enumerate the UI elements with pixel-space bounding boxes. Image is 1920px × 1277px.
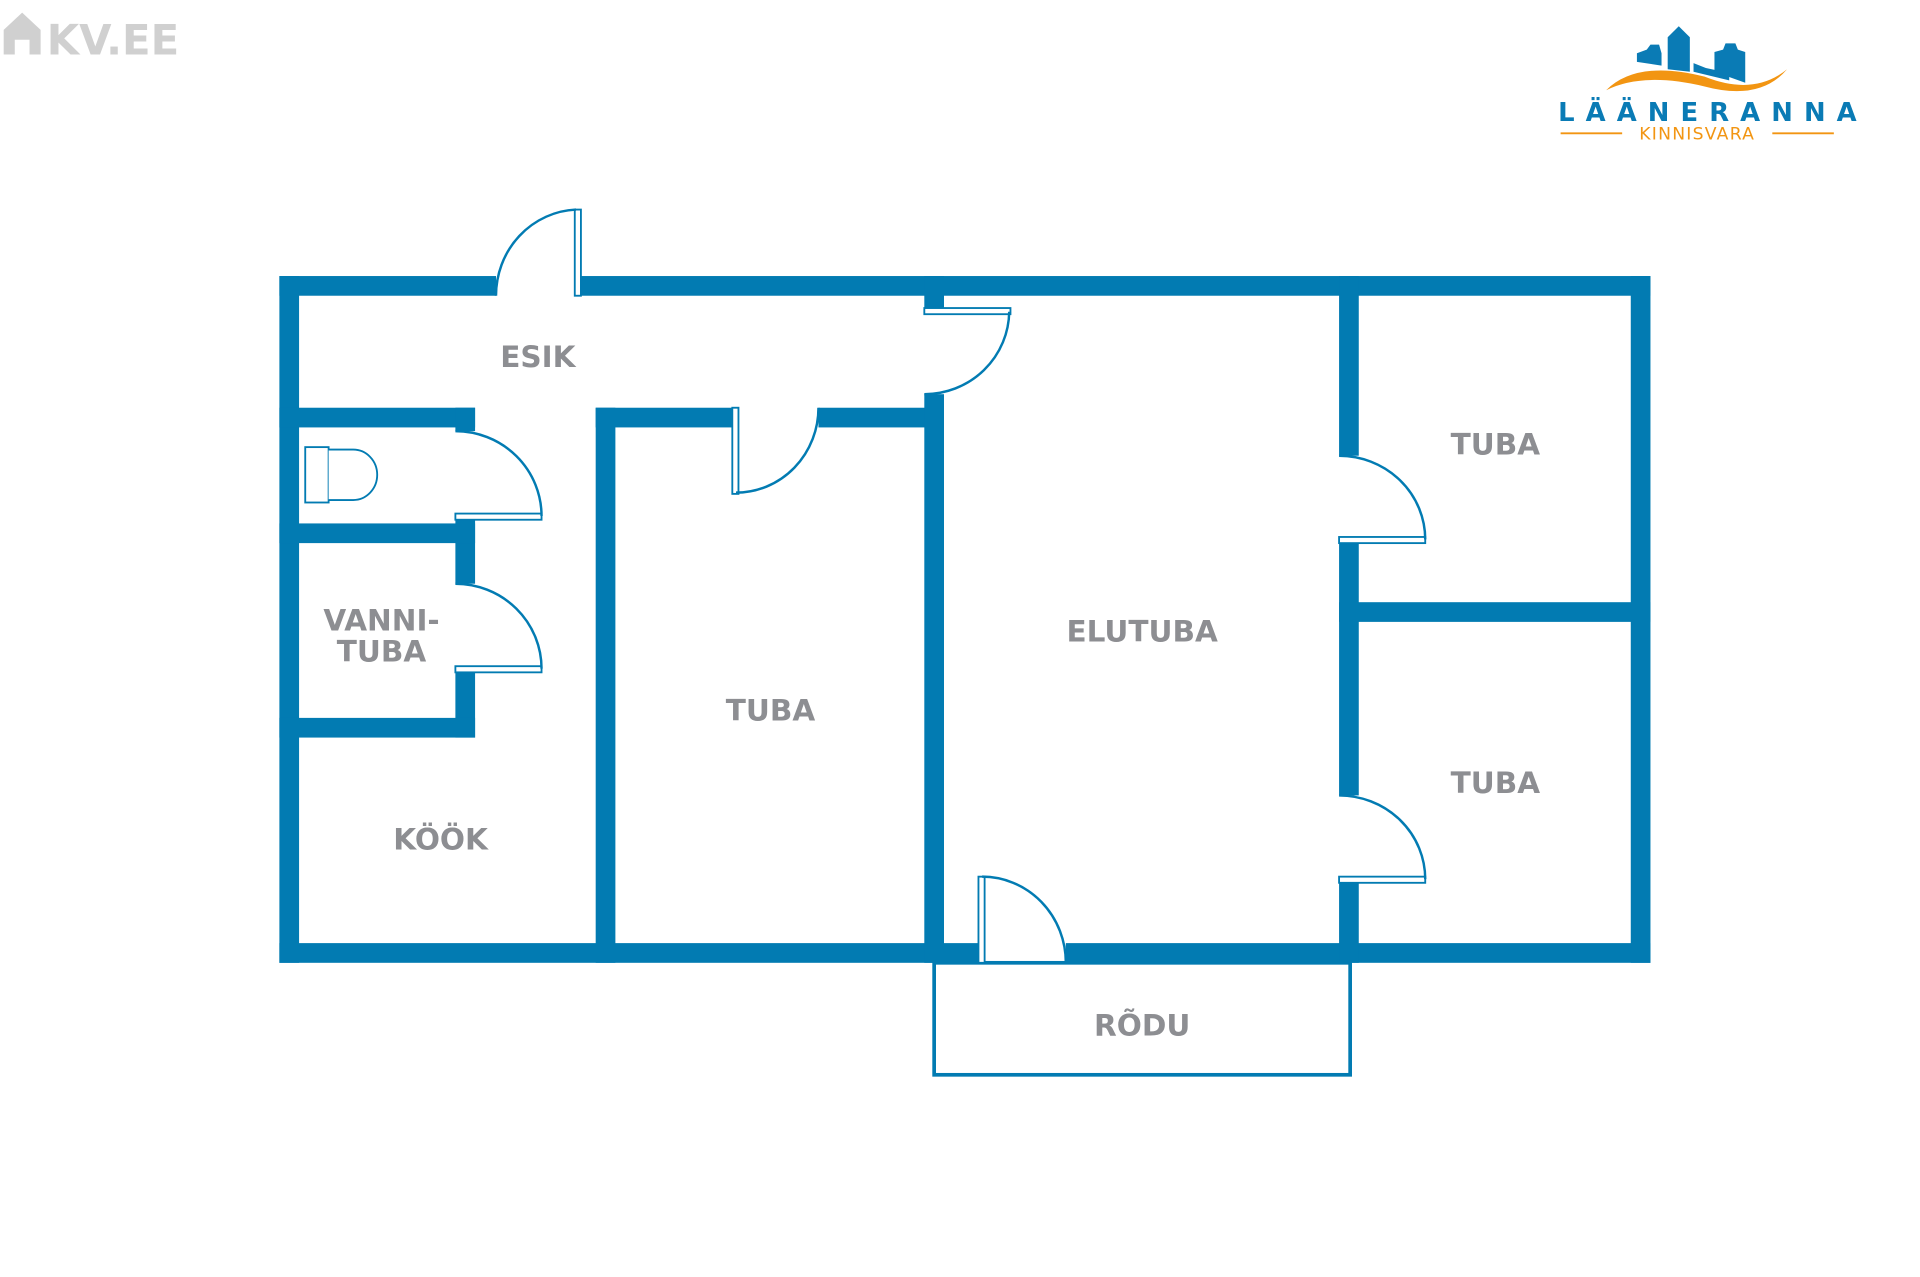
company-logo: LÄÄNERANNA KINNISVARA [1558,26,1868,144]
room-label-tuba-bottom-right: TUBA [1451,766,1541,800]
room-label-vannituba-1: VANNI- [323,603,439,637]
door-tuba-middle [731,406,820,495]
toilet-icon [304,446,379,504]
door-balcony [977,875,1068,964]
door-wc [454,429,543,521]
wave-shape [1606,69,1788,92]
balcony-outline [932,960,1352,1077]
buildings-icon [1636,26,1746,83]
door-tuba-top-right [1338,454,1427,545]
watermark-text: KV.EE [47,16,179,65]
room-label-vannituba-2: TUBA [337,634,427,668]
kv-watermark: KV.EE [3,12,179,65]
walls [279,276,1651,963]
logo-tagline: KINNISVARA [1639,124,1755,144]
door-tuba-bottom-right [1338,794,1427,884]
room-label-elutuba: ELUTUBA [1066,615,1217,649]
house-icon [3,12,41,55]
room-label-rodu: RÕDU [1094,1006,1190,1042]
room-label-kook: KÖÖK [393,821,489,857]
logo-name: LÄÄNERANNA [1558,96,1868,128]
room-label-tuba-top-right: TUBA [1451,428,1541,462]
door-elutuba [923,307,1012,396]
door-vannituba [454,582,543,674]
room-label-tuba-middle: TUBA [726,693,816,727]
door-entrance [494,208,582,297]
room-label-esik: ESIK [500,340,576,374]
